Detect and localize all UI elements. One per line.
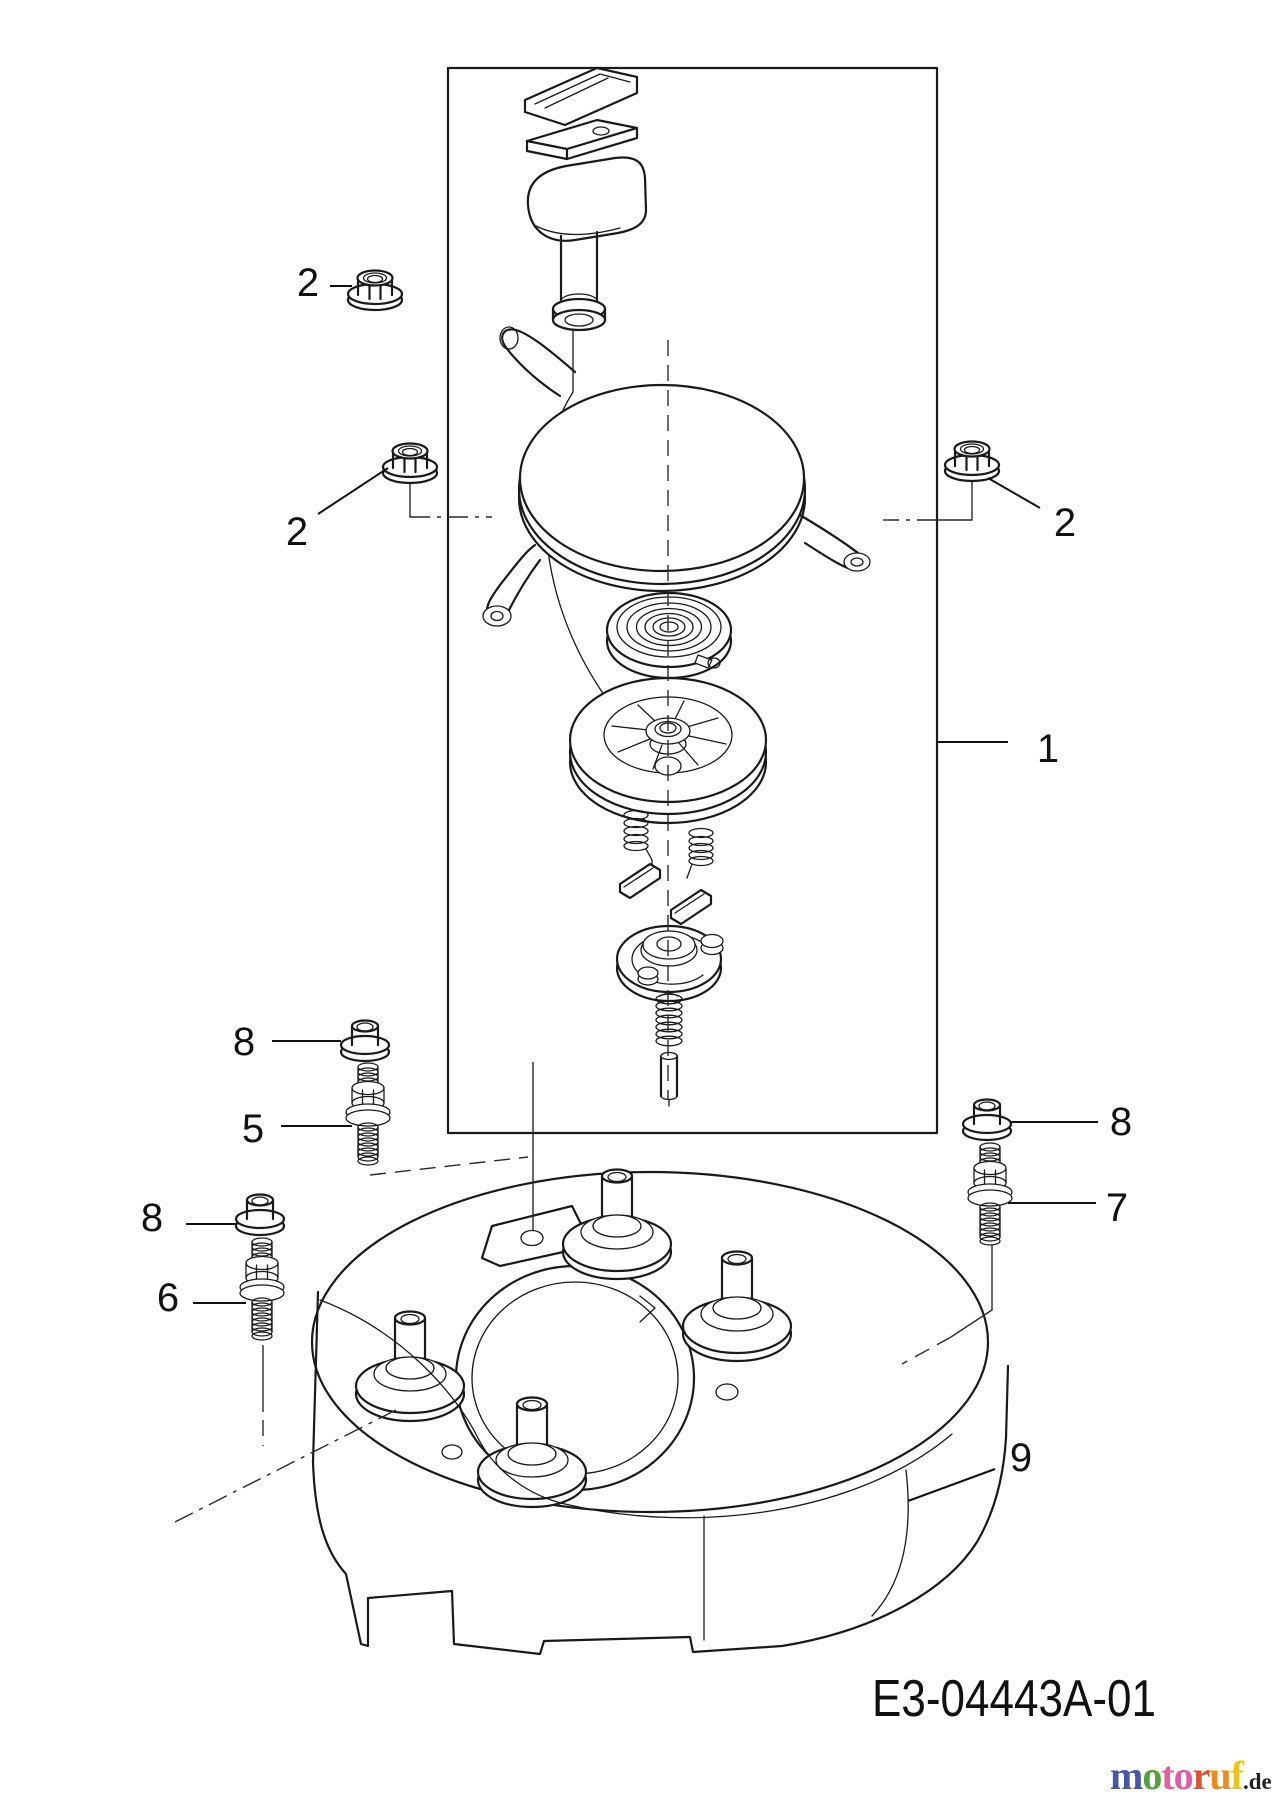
spring-hook — [707, 657, 721, 669]
callout-9: 9 — [907, 1436, 1032, 1502]
stud-5 — [345, 1062, 391, 1166]
handle-shaft — [559, 230, 599, 302]
pawl-left — [618, 862, 662, 900]
flange-nut-top-left — [346, 269, 404, 312]
stud-6 — [239, 1237, 285, 1341]
callout-label: 8 — [141, 1196, 163, 1240]
callout-label: 5 — [242, 1107, 264, 1151]
housing-skirt — [311, 1290, 1010, 1656]
callout-label: 1 — [1037, 727, 1059, 771]
callout-2-right: 2 — [987, 477, 1076, 545]
logo-letter: f — [1231, 1753, 1245, 1798]
callout-label: 6 — [157, 1276, 179, 1320]
cap-nut-upper-left — [339, 1019, 391, 1063]
cam-plate — [615, 924, 724, 1003]
pawl-right — [669, 888, 713, 926]
cover-ear-hole-right — [850, 557, 864, 567]
housing-crease-front — [319, 1299, 953, 1519]
motoruf-watermark: motoruf.de — [1110, 1753, 1272, 1798]
recoil-spring — [605, 591, 733, 680]
cap-nut-right — [961, 1098, 1013, 1142]
logo-suffix: .de — [1243, 1769, 1272, 1794]
anchor-screw — [592, 126, 610, 136]
cap-nut-lower-left — [234, 1193, 286, 1237]
part-code: E3-04443A-01 — [872, 1670, 1156, 1728]
callout-2-top-left: 2 — [297, 261, 352, 305]
housing-tab-hole — [520, 1229, 544, 1247]
pulley-spokes — [611, 700, 727, 770]
callout-label: 2 — [1054, 501, 1076, 545]
opening-key-notch — [639, 1295, 656, 1323]
blower-housing — [310, 1168, 1010, 1656]
center-spring — [655, 992, 683, 1047]
callout-2-left: 2 — [286, 467, 389, 554]
logo-letter: o — [1174, 1753, 1193, 1798]
starter-cover — [482, 326, 871, 627]
callout-6: 6 — [157, 1276, 246, 1320]
callout-label: 8 — [233, 1020, 255, 1064]
center-pin — [659, 1051, 679, 1107]
flange-nut-left — [381, 442, 439, 485]
pawl-spring-right — [686, 827, 714, 879]
handle-anchor-top — [523, 66, 639, 127]
logo-letter: m — [1110, 1753, 1143, 1798]
rope-guide-arm — [501, 328, 577, 398]
housing-crease-right — [871, 1469, 909, 1617]
housing-hole-left — [441, 1444, 463, 1460]
cam-center-hole — [656, 936, 682, 952]
part1-boundary-box — [446, 66, 939, 1135]
callout-8-right: 8 — [1010, 1100, 1132, 1144]
logo-letter: o — [1142, 1753, 1161, 1798]
housing-hole-right — [715, 1383, 739, 1401]
flange-nut-right — [943, 440, 1001, 483]
callout-8-lower-left: 8 — [141, 1196, 236, 1240]
callout-8-upper-left: 8 — [233, 1020, 341, 1064]
starter-handle-grip — [526, 156, 648, 332]
centerlines — [174, 340, 993, 1523]
callout-5: 5 — [242, 1107, 352, 1151]
rope-guide-eyelet — [499, 326, 519, 350]
callout-7: 7 — [1008, 1186, 1128, 1230]
callout-label: 7 — [1106, 1186, 1128, 1230]
callout-label: 9 — [1010, 1436, 1032, 1480]
stud-7 — [967, 1142, 1013, 1246]
callout-label: 8 — [1110, 1100, 1132, 1144]
logo-letter: r — [1193, 1753, 1210, 1798]
callout-label: 2 — [297, 261, 319, 305]
logo-letter: t — [1161, 1753, 1175, 1798]
handle-anchor-bottom — [525, 118, 639, 161]
logo-letter: u — [1209, 1753, 1231, 1798]
cover-ear-hole-left — [490, 610, 504, 622]
callout-1: 1 — [937, 727, 1059, 771]
callout-label: 2 — [286, 510, 308, 554]
